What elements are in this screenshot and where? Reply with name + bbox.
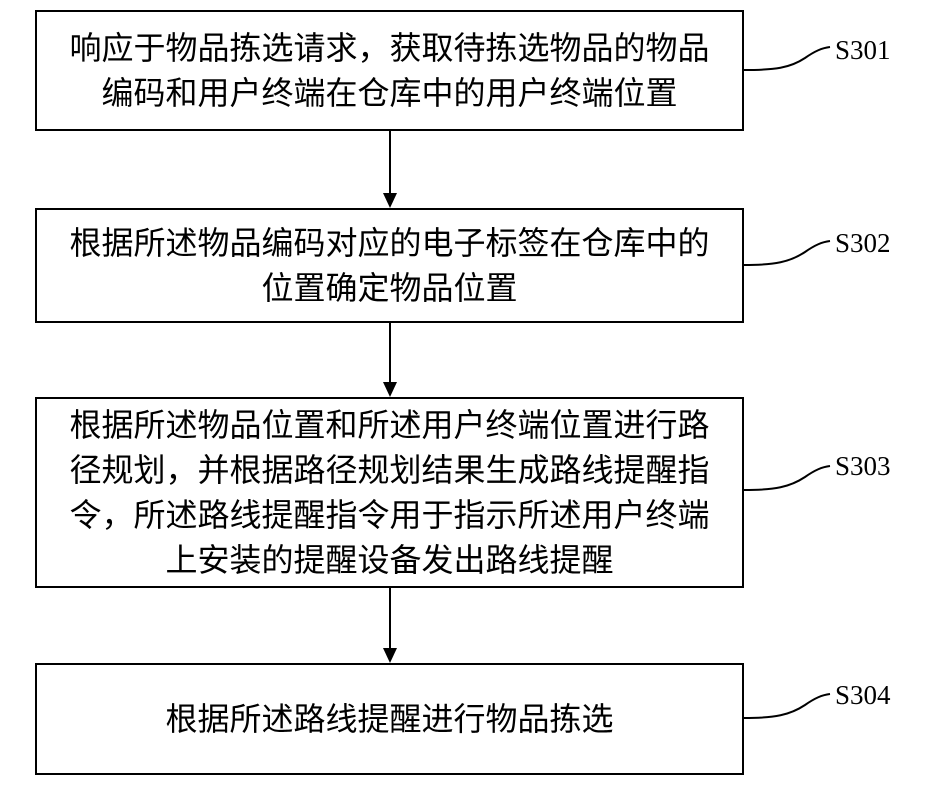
step-box-s302: 根据所述物品编码对应的电子标签在仓库中的位置确定物品位置: [35, 208, 744, 323]
step-text-s303: 根据所述物品位置和所述用户终端位置进行路径规划，并根据路径规划结果生成路线提醒指…: [65, 403, 715, 583]
leader-line-s302: [744, 241, 830, 265]
step-box-s304: 根据所述路线提醒进行物品拣选: [35, 663, 744, 775]
step-box-s301: 响应于物品拣选请求，获取待拣选物品的物品编码和用户终端在仓库中的用户终端位置: [35, 10, 744, 131]
step-label-s302: S302: [835, 228, 891, 258]
step-text-s301: 响应于物品拣选请求，获取待拣选物品的物品编码和用户终端在仓库中的用户终端位置: [65, 26, 715, 116]
step-text-s302: 根据所述物品编码对应的电子标签在仓库中的位置确定物品位置: [65, 221, 715, 311]
arrow-s301-to-s302: [383, 131, 397, 208]
arrow-s302-to-s303: [383, 323, 397, 397]
leader-line-s303: [744, 466, 830, 490]
step-text-s304: 根据所述路线提醒进行物品拣选: [65, 697, 715, 742]
step-label-s304: S304: [835, 680, 891, 710]
leader-line-s301: [744, 47, 830, 70]
step-label-s303: S303: [835, 451, 891, 481]
leader-line-s304: [744, 694, 830, 718]
arrow-s303-to-s304: [383, 588, 397, 663]
step-box-s303: 根据所述物品位置和所述用户终端位置进行路径规划，并根据路径规划结果生成路线提醒指…: [35, 397, 744, 588]
step-label-s301: S301: [835, 35, 891, 65]
